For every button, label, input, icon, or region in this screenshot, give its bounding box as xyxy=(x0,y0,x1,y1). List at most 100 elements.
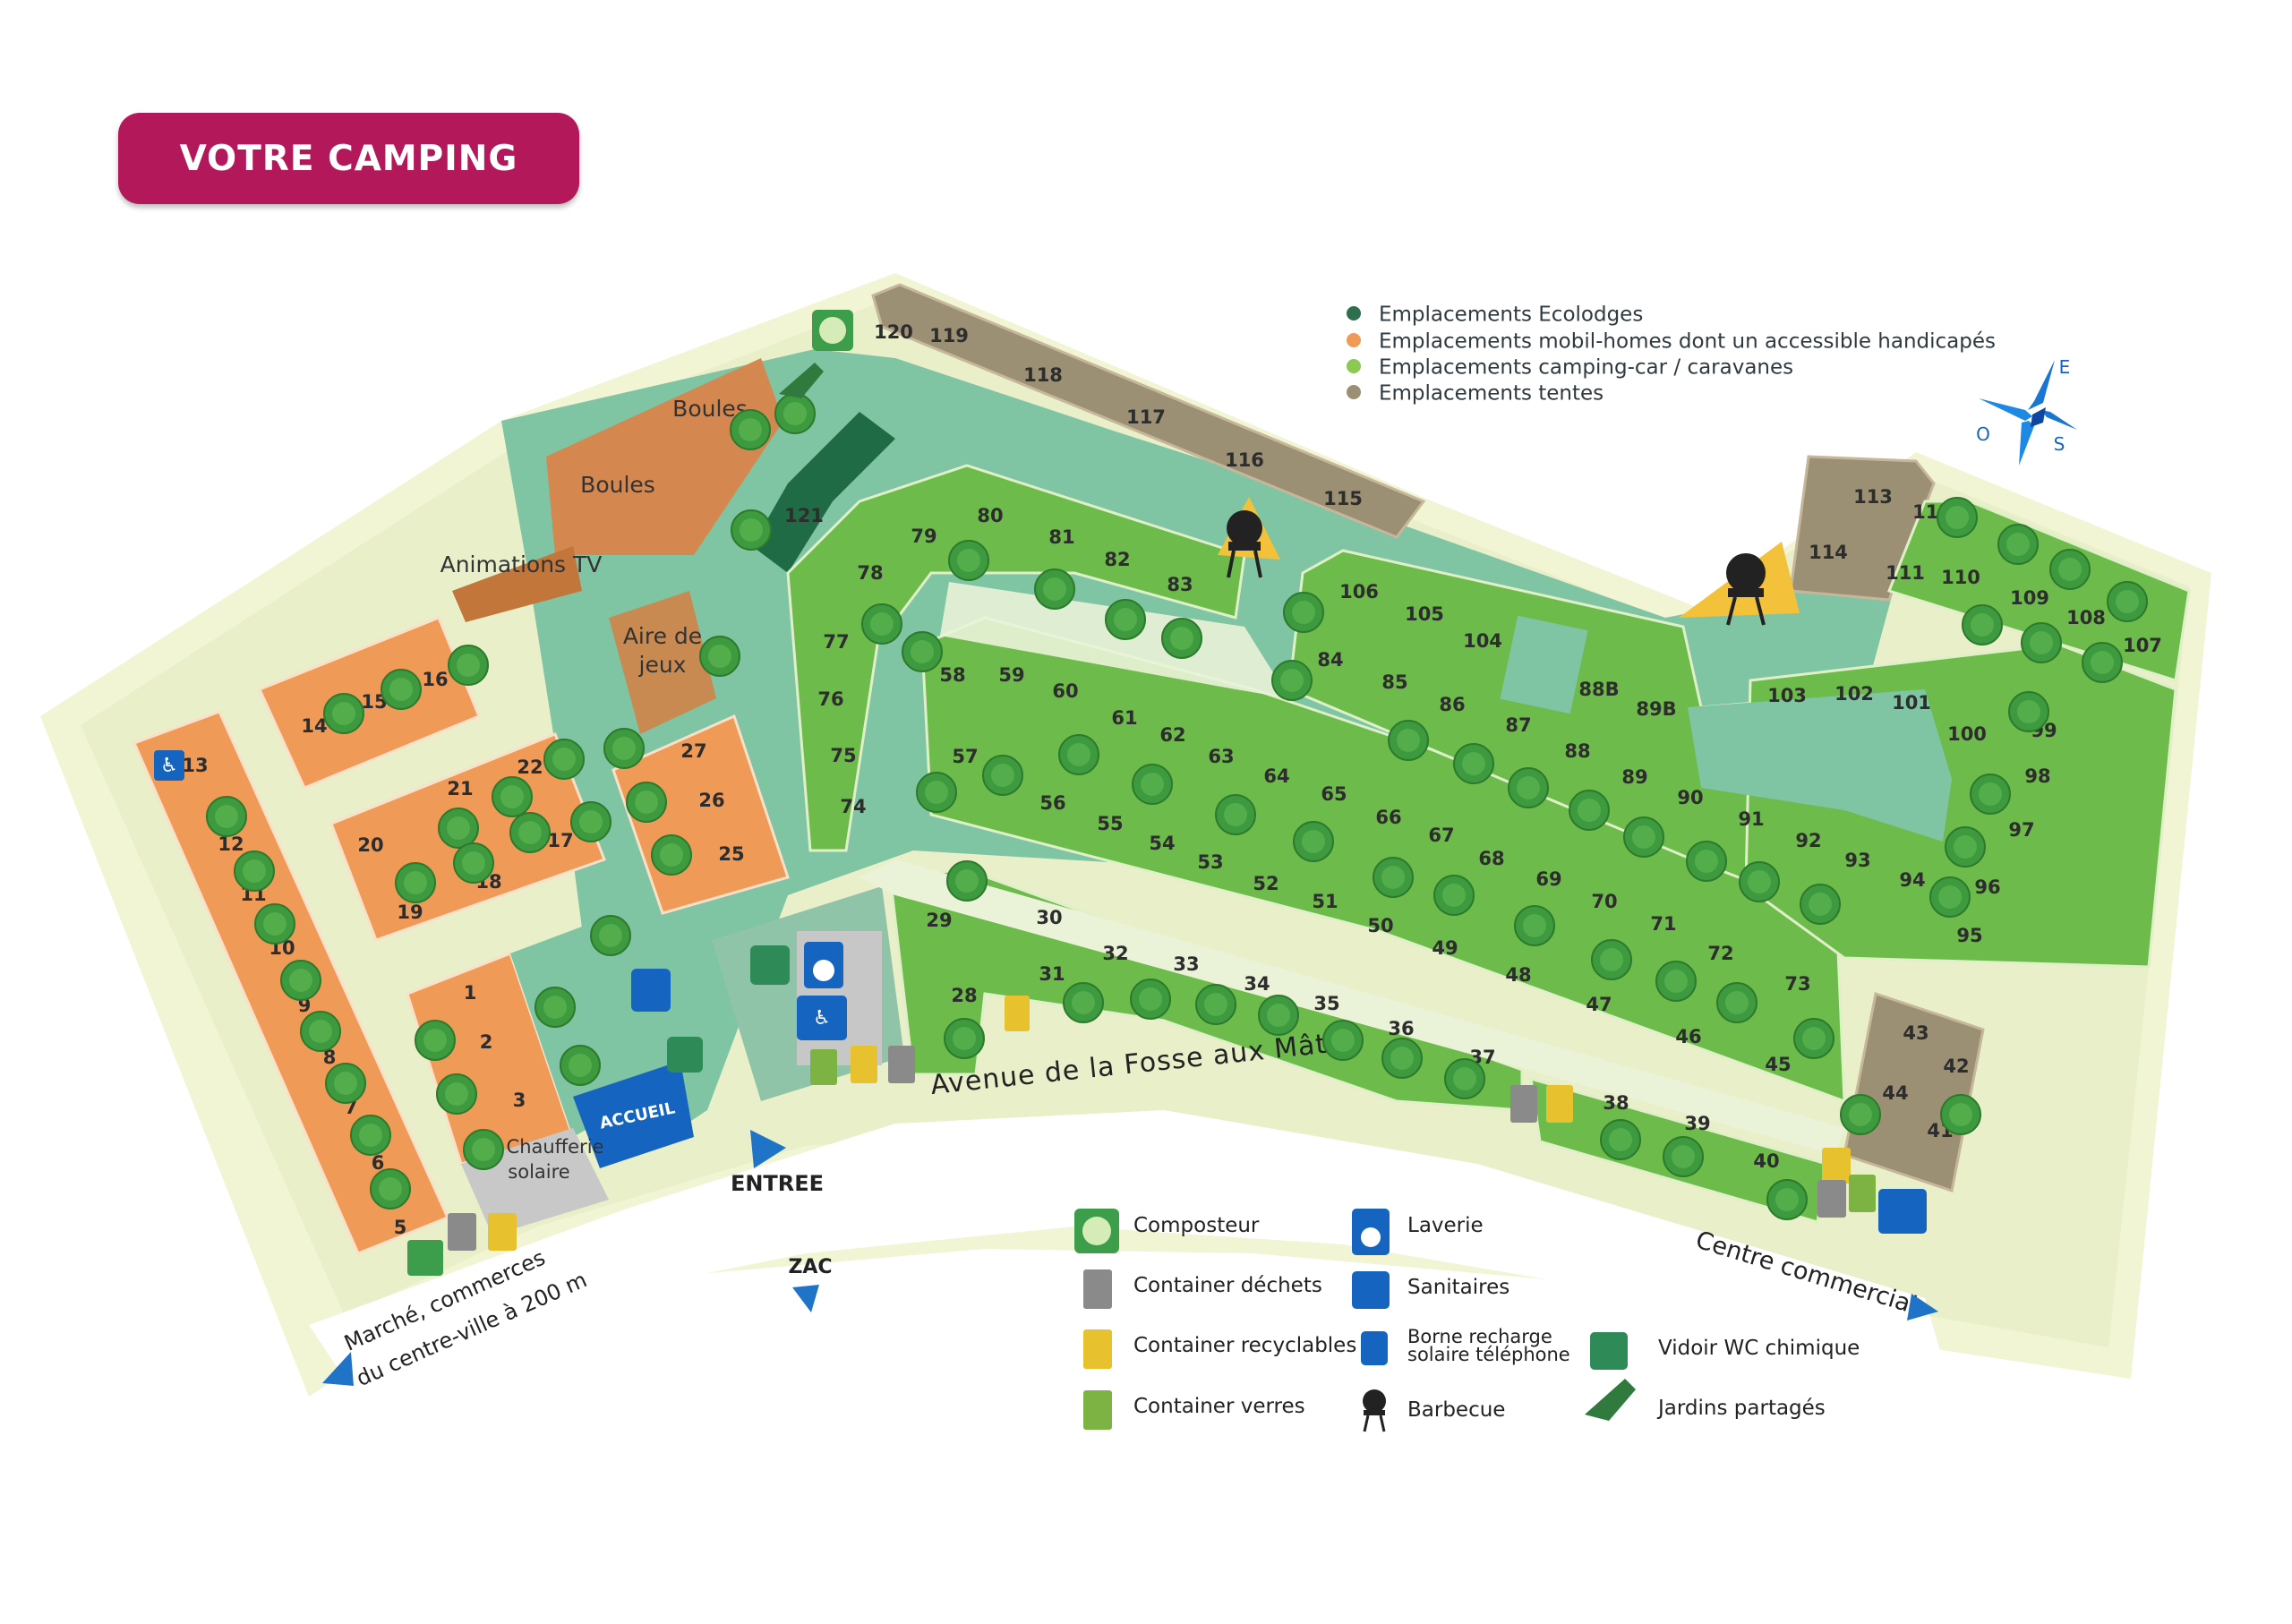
legend-ecolodges: Emplacements Ecolodges xyxy=(1379,303,1643,327)
svg-text:1: 1 xyxy=(464,982,477,1004)
svg-text:31: 31 xyxy=(1039,963,1065,985)
svg-text:47: 47 xyxy=(1586,994,1612,1015)
svg-text:20: 20 xyxy=(357,834,383,856)
legend-barbecue-icon xyxy=(1363,1389,1386,1432)
toilets-icon xyxy=(1878,1189,1927,1234)
svg-text:5: 5 xyxy=(394,1217,407,1238)
svg-text:39: 39 xyxy=(1684,1113,1710,1134)
svg-text:49: 49 xyxy=(1432,937,1458,959)
legend-glass-label: Container verres xyxy=(1133,1395,1305,1418)
svg-text:115: 115 xyxy=(1323,488,1363,509)
svg-text:98: 98 xyxy=(2024,765,2050,787)
container-group-south xyxy=(1510,1085,1573,1123)
legend-garden-label: Jardins partagés xyxy=(1656,1397,1826,1420)
chaufferie-label-2: solaire xyxy=(508,1161,569,1183)
svg-text:62: 62 xyxy=(1159,724,1185,746)
compass-s: S xyxy=(2054,433,2065,455)
svg-text:33: 33 xyxy=(1173,953,1199,975)
ecolodge-area xyxy=(752,412,895,573)
avenue-road xyxy=(309,1110,1943,1379)
toilets-icon xyxy=(797,996,847,1040)
legend-mobilhomes: Emplacements mobil-homes dont un accessi… xyxy=(1379,330,1996,354)
svg-text:101: 101 xyxy=(1892,692,1931,714)
svg-text:52: 52 xyxy=(1253,873,1279,894)
container-group-east xyxy=(1817,1148,1876,1218)
svg-text:103: 103 xyxy=(1767,685,1807,706)
svg-text:38: 38 xyxy=(1603,1092,1629,1114)
svg-text:100: 100 xyxy=(1947,723,1987,745)
svg-text:105: 105 xyxy=(1405,603,1444,625)
svg-text:50: 50 xyxy=(1367,915,1393,936)
compass-rose: E O S xyxy=(1976,356,2077,466)
svg-text:72: 72 xyxy=(1707,943,1733,964)
page-title: VOTRE CAMPING xyxy=(179,138,518,179)
legend-phone-charger-icon xyxy=(1361,1331,1388,1365)
laundry-drum xyxy=(813,960,834,981)
svg-text:88: 88 xyxy=(1564,740,1590,762)
svg-text:119: 119 xyxy=(929,325,969,346)
svg-text:71: 71 xyxy=(1650,913,1676,935)
compass-e: E xyxy=(2059,356,2071,378)
svg-text:60: 60 xyxy=(1052,680,1078,702)
accessible-pitch-glyph: ♿ xyxy=(160,755,178,777)
svg-text:67: 67 xyxy=(1428,825,1454,846)
chemical-wc-icon xyxy=(750,945,790,985)
tent-strip-top xyxy=(871,283,1426,539)
svg-text:95: 95 xyxy=(1956,925,1982,946)
svg-text:32: 32 xyxy=(1102,943,1128,964)
legend-barbecue-label: Barbecue xyxy=(1407,1398,1505,1422)
animations-label: Animations TV xyxy=(440,551,603,577)
legend-chemical-wc-icon xyxy=(1590,1332,1628,1370)
svg-text:76: 76 xyxy=(817,688,843,710)
svg-text:43: 43 xyxy=(1903,1022,1929,1044)
svg-text:40: 40 xyxy=(1753,1150,1779,1172)
svg-text:113: 113 xyxy=(1853,486,1893,508)
svg-text:65: 65 xyxy=(1321,783,1347,805)
svg-text:70: 70 xyxy=(1591,891,1617,912)
legend-recycling-container-icon xyxy=(1083,1329,1112,1369)
svg-text:107: 107 xyxy=(2123,635,2162,656)
title-banner: VOTRE CAMPING xyxy=(118,113,579,204)
svg-text:17: 17 xyxy=(547,830,573,851)
svg-text:19: 19 xyxy=(397,902,423,923)
legend-composter-inner xyxy=(1082,1217,1111,1245)
boules-area xyxy=(546,358,783,555)
mobilhome-block-14-16 xyxy=(257,616,481,790)
svg-text:94: 94 xyxy=(1899,869,1925,891)
composter-icon-inner xyxy=(819,317,846,344)
zac-label: ZAC xyxy=(788,1256,832,1278)
accueil-building xyxy=(573,1061,694,1168)
svg-text:68: 68 xyxy=(1478,848,1504,869)
entrance-label: ENTREE xyxy=(731,1171,824,1196)
svg-text:104: 104 xyxy=(1463,630,1502,652)
svg-text:89B: 89B xyxy=(1636,698,1676,720)
svg-text:6: 6 xyxy=(372,1152,385,1174)
svg-text:96: 96 xyxy=(1974,876,2000,898)
svg-text:30: 30 xyxy=(1036,907,1062,928)
svg-text:12: 12 xyxy=(218,833,244,855)
svg-text:42: 42 xyxy=(1943,1056,1969,1077)
legend-dot-campingcar xyxy=(1347,359,1361,373)
svg-text:45: 45 xyxy=(1765,1054,1791,1075)
svg-text:79: 79 xyxy=(911,526,936,547)
entrance-arrow xyxy=(750,1130,786,1168)
svg-text:93: 93 xyxy=(1844,850,1870,871)
legend-glass-container-icon xyxy=(1083,1390,1112,1430)
svg-text:75: 75 xyxy=(830,745,856,766)
legend-laundry-drum xyxy=(1361,1227,1381,1247)
playground-label-1: Aire de xyxy=(623,623,702,649)
legend-recycling-label: Container recyclables xyxy=(1133,1334,1356,1357)
svg-text:48: 48 xyxy=(1505,964,1531,986)
shopping-centre-arrow xyxy=(1907,1294,1938,1321)
svg-text:61: 61 xyxy=(1111,707,1137,729)
services-legend: Composteur Container déchets Container r… xyxy=(1074,1209,1860,1432)
svg-text:87: 87 xyxy=(1505,714,1531,736)
svg-text:51: 51 xyxy=(1312,891,1338,912)
legend-shared-garden-icon xyxy=(1585,1379,1636,1421)
svg-text:2: 2 xyxy=(480,1031,493,1053)
legend-waste-container-icon xyxy=(1083,1269,1112,1309)
inner-road-loop xyxy=(860,859,1844,1155)
